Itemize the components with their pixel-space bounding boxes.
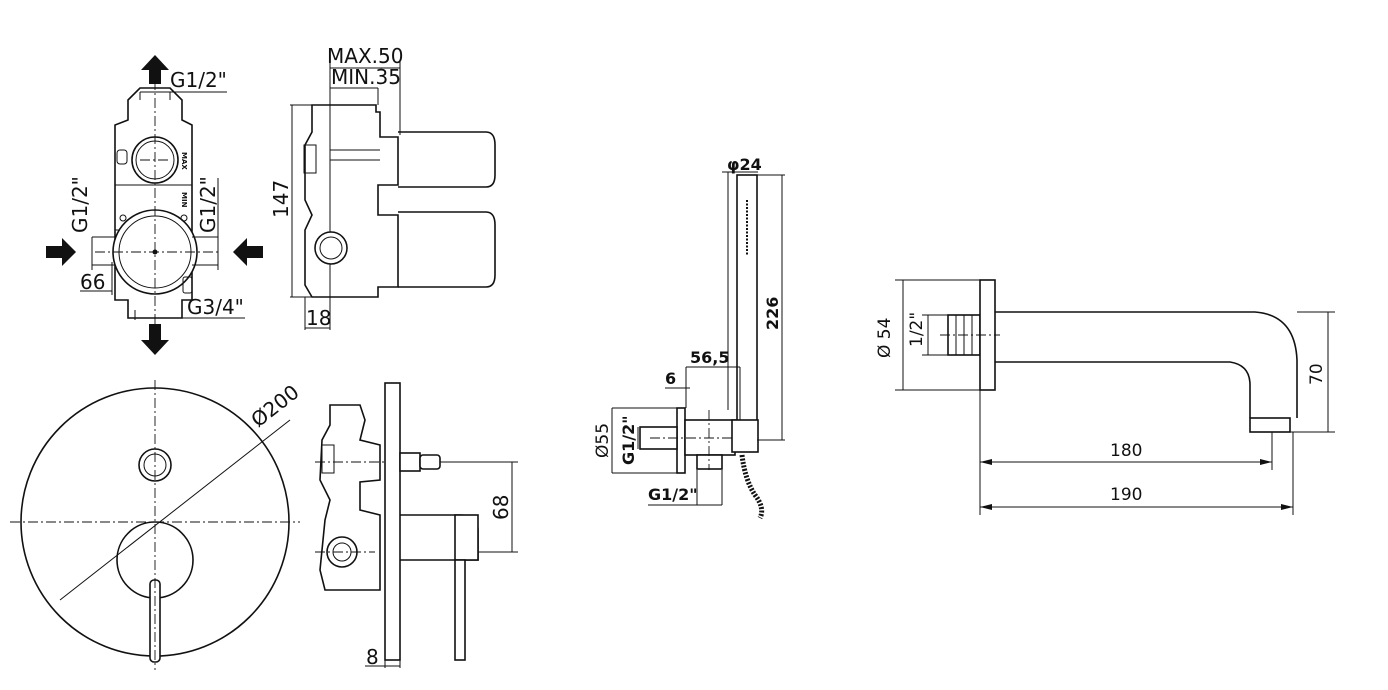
height-label: 147 — [269, 180, 293, 218]
cover-plate-front-view: Ø200 — [10, 380, 304, 670]
cover-plate-side-view: 68 8 — [315, 382, 518, 669]
inlet-thread-label: G1/2" — [619, 415, 638, 465]
spout-thread-label: 1/2" — [907, 312, 927, 347]
inlet-arrow-left-icon — [46, 238, 76, 266]
plate-thickness-label: 6 — [665, 369, 676, 388]
outlet-thread-label: G1/2" — [648, 485, 698, 504]
projection-label: 56,5 — [690, 348, 729, 367]
width-label: 66 — [80, 270, 105, 294]
min-mark: MIN — [180, 192, 188, 208]
inlet-arrow-right-icon — [233, 238, 263, 266]
spout-view: Ø 54 1/2" 70 180 190 — [875, 279, 1335, 515]
nozzle-height-label: 68 — [489, 495, 513, 520]
bottom-thread-label: G3/4" — [187, 295, 244, 319]
valve-side-view: MAX.50 MIN.35 147 18 — [269, 44, 496, 330]
left-thread-label: G1/2" — [68, 176, 92, 233]
right-thread-label: G1/2" — [196, 176, 220, 233]
shower-holder-view: φ24 226 56,5 6 Ø55 G1/2" G1/2" — [593, 155, 785, 520]
outlet-arrow-down-icon — [141, 324, 169, 355]
handset-diameter-label: φ24 — [727, 155, 762, 174]
outlet-arrow-up-icon — [141, 55, 169, 84]
reach-total-label: 190 — [1110, 485, 1142, 505]
holder-plate-diameter-label: Ø55 — [593, 423, 613, 458]
plate-diameter-label: Ø200 — [246, 380, 303, 432]
reach-inner-label: 180 — [1110, 441, 1142, 461]
min-depth-label: MIN.35 — [331, 65, 401, 89]
max-depth-label: MAX.50 — [327, 44, 403, 68]
spout-plate-diameter-label: Ø 54 — [875, 318, 895, 358]
top-thread-label: G1/2" — [170, 68, 227, 92]
spout-height-label: 70 — [1307, 363, 1327, 385]
handset-length-label: 226 — [763, 297, 782, 330]
max-mark: MAX — [180, 152, 188, 170]
valve-front-view: G1/2" G1/2" G1/2" 66 G3/4" MAX MIN — [46, 55, 263, 355]
offset-label: 18 — [306, 306, 331, 330]
thickness-label: 8 — [366, 645, 379, 669]
